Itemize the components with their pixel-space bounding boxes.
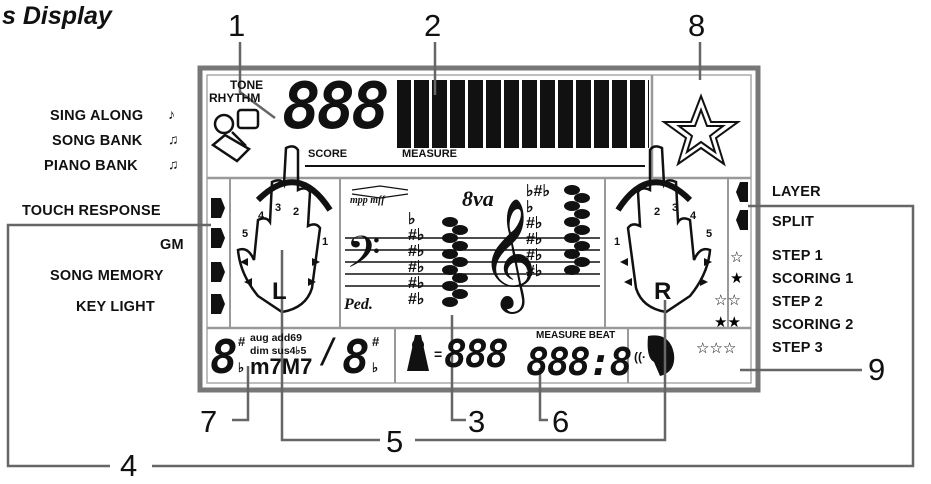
- finger-number-l5: 5: [242, 228, 249, 240]
- bass-clef: 𝄢: [346, 226, 381, 289]
- left-hand-label: L: [272, 278, 287, 305]
- treble-clef: 𝄞: [480, 197, 537, 309]
- score-label: SCORE: [308, 148, 348, 160]
- callout-8: 8: [688, 8, 706, 43]
- right-indicator-tabs: [736, 182, 748, 230]
- finger-number-r1: 1: [614, 236, 621, 248]
- measure-bar: [397, 80, 649, 148]
- finger-number-r4: 4: [690, 210, 697, 222]
- svg-text:☆☆: ☆☆: [714, 291, 741, 309]
- chord-sharp: #: [238, 334, 246, 349]
- right-hand-graphic: [615, 145, 712, 314]
- pedal-mark: Ped.: [344, 296, 373, 313]
- octave-mark: 8va: [462, 186, 494, 211]
- lcd-frame-inner: [206, 74, 752, 384]
- step3-stars: ☆☆☆: [696, 339, 736, 357]
- indicator-song-bank: SONG BANK: [52, 133, 143, 149]
- indicator-piano-bank: PIANO BANK: [44, 158, 138, 174]
- chord-type-line2: dim sus4♭5: [250, 345, 307, 357]
- callout-3: 3: [468, 404, 486, 439]
- finger-number-l1: 1: [322, 236, 329, 248]
- metronome-icon: [407, 335, 429, 371]
- measure-beat-digits: 888:8: [526, 340, 632, 384]
- left-indicator-tabs: [211, 198, 225, 314]
- left-hand-graphic: [236, 145, 333, 314]
- measure-beat-label: MEASURE BEAT: [536, 330, 616, 341]
- indicator-layer: LAYER: [772, 184, 821, 200]
- rhythm-label: RHYTHM: [209, 91, 261, 105]
- callout-4: 4: [120, 448, 138, 483]
- note-heads-left: [442, 217, 468, 307]
- finger-markers: [240, 258, 712, 286]
- accidentals-left: ♭#♭#♭#♭#♭#♭: [408, 211, 425, 308]
- indicator-sing-along: SING ALONG: [50, 108, 144, 124]
- note-heads-right: [564, 185, 590, 275]
- callout-9: 9: [868, 352, 886, 387]
- callout-lines: [6, 42, 915, 468]
- chord-root-digit: 8: [210, 330, 238, 384]
- right-hand-label: R: [654, 278, 672, 305]
- page-title: s Display: [2, 2, 112, 30]
- svg-text:★: ★: [730, 269, 743, 287]
- star-graphic: [660, 93, 742, 167]
- indicator-gm: GM: [160, 237, 184, 253]
- svg-text:★★: ★★: [714, 313, 741, 331]
- indicator-step2: STEP 2: [772, 294, 823, 310]
- step-stars: ☆ ★ ☆☆ ★★: [714, 248, 743, 331]
- indicator-key-light: KEY LIGHT: [76, 299, 155, 315]
- tone-number-digits: 888: [282, 70, 390, 144]
- bass-flat: ♭: [372, 360, 379, 375]
- callout-2: 2: [424, 8, 442, 43]
- voice-head-icon: [647, 335, 675, 376]
- callout-5: 5: [386, 424, 404, 459]
- dynamics-marks: mpp mff: [350, 195, 385, 206]
- measure-label: MEASURE: [402, 148, 458, 160]
- callout-1: 1: [228, 8, 246, 43]
- chord-type-line3: m7M7: [250, 354, 313, 379]
- indicator-split: SPLIT: [772, 214, 815, 230]
- song-bank-icon: ♫: [168, 131, 179, 147]
- bass-sharp: #: [372, 334, 380, 349]
- chord-flat: ♭: [238, 360, 245, 375]
- slash-symbol: /: [322, 332, 333, 374]
- dynamics-wedges: [351, 185, 409, 199]
- finger-number-l3: 3: [275, 202, 282, 214]
- piano-bank-icon: ♫: [168, 156, 179, 172]
- finger-number-l2: 2: [293, 206, 300, 218]
- indicator-scoring1: SCORING 1: [772, 271, 854, 287]
- finger-number-r2: 2: [654, 206, 661, 218]
- indicator-step1: STEP 1: [772, 248, 823, 264]
- finger-number-l4: 4: [258, 210, 265, 222]
- finger-number-r3: 3: [672, 202, 679, 214]
- indicator-scoring2: SCORING 2: [772, 317, 854, 333]
- svg-text:☆: ☆: [730, 248, 743, 266]
- finger-number-r5: 5: [706, 228, 713, 240]
- tempo-equals: =: [434, 346, 443, 362]
- chord-type-line1: aug add69: [250, 332, 302, 344]
- callout-6: 6: [552, 404, 570, 439]
- bass-root-digit: 8: [342, 330, 370, 384]
- mode-icons: [210, 108, 260, 163]
- accidentals-right: ♭#♭♭#♭#♭#♭#♭: [526, 183, 550, 280]
- indicator-touch-response: TOUCH RESPONSE: [22, 203, 161, 219]
- tone-label: TONE: [230, 78, 264, 92]
- music-staff: [345, 237, 600, 287]
- indicator-step3: STEP 3: [772, 340, 823, 356]
- indicator-song-memory: SONG MEMORY: [50, 268, 164, 284]
- voice-waves-icon: ((·: [634, 350, 646, 364]
- tempo-digits: 888: [444, 332, 509, 376]
- callout-7: 7: [200, 404, 218, 439]
- mic-icon: ♪: [168, 106, 175, 122]
- lcd-frame: [197, 65, 761, 393]
